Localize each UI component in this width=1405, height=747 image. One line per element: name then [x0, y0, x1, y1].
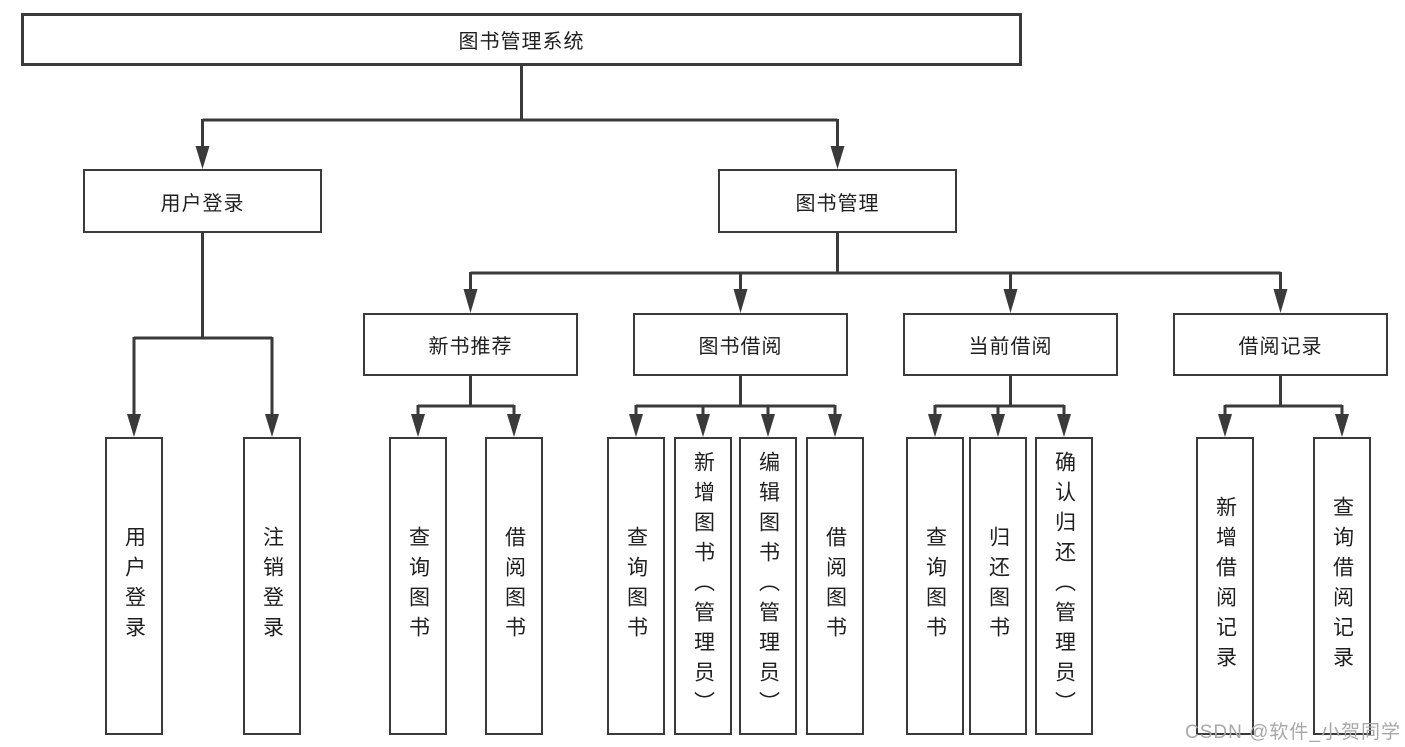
- leaf-query-books-current: 查询图书: [906, 437, 964, 735]
- node-new-book-recommend: 新书推荐: [363, 313, 578, 376]
- leaf-query-books-borrow: 查询图书: [607, 437, 665, 735]
- node-current-borrow: 当前借阅: [903, 313, 1118, 376]
- leaf-add-borrow-record: 新增借阅记录: [1196, 437, 1254, 735]
- leaf-edit-book-admin: 编辑图书（管理员）: [739, 437, 797, 735]
- leaf-query-borrow-record: 查询借阅记录: [1313, 437, 1371, 735]
- leaf-confirm-return-admin: 确认归还（管理员）: [1035, 437, 1093, 735]
- node-book-management: 图书管理: [718, 169, 957, 233]
- arrowheads: [127, 146, 1349, 437]
- node-book-borrow: 图书借阅: [633, 313, 848, 376]
- leaf-user-login: 用户登录: [105, 437, 163, 735]
- leaf-logout: 注销登录: [243, 437, 301, 735]
- node-borrow-records: 借阅记录: [1173, 313, 1388, 376]
- leaf-query-books-recommend: 查询图书: [389, 437, 447, 735]
- leaf-add-book-admin: 新增图书（管理员）: [674, 437, 732, 735]
- node-user-login: 用户登录: [83, 169, 322, 233]
- node-library-management-system: 图书管理系统: [21, 13, 1022, 66]
- leaf-borrow-books-borrow: 借阅图书: [806, 437, 864, 735]
- leaf-return-book: 归还图书: [969, 437, 1027, 735]
- csdn-watermark: CSDN @软件_小贺同学: [1185, 722, 1401, 743]
- leaf-borrow-books-recommend: 借阅图书: [485, 437, 543, 735]
